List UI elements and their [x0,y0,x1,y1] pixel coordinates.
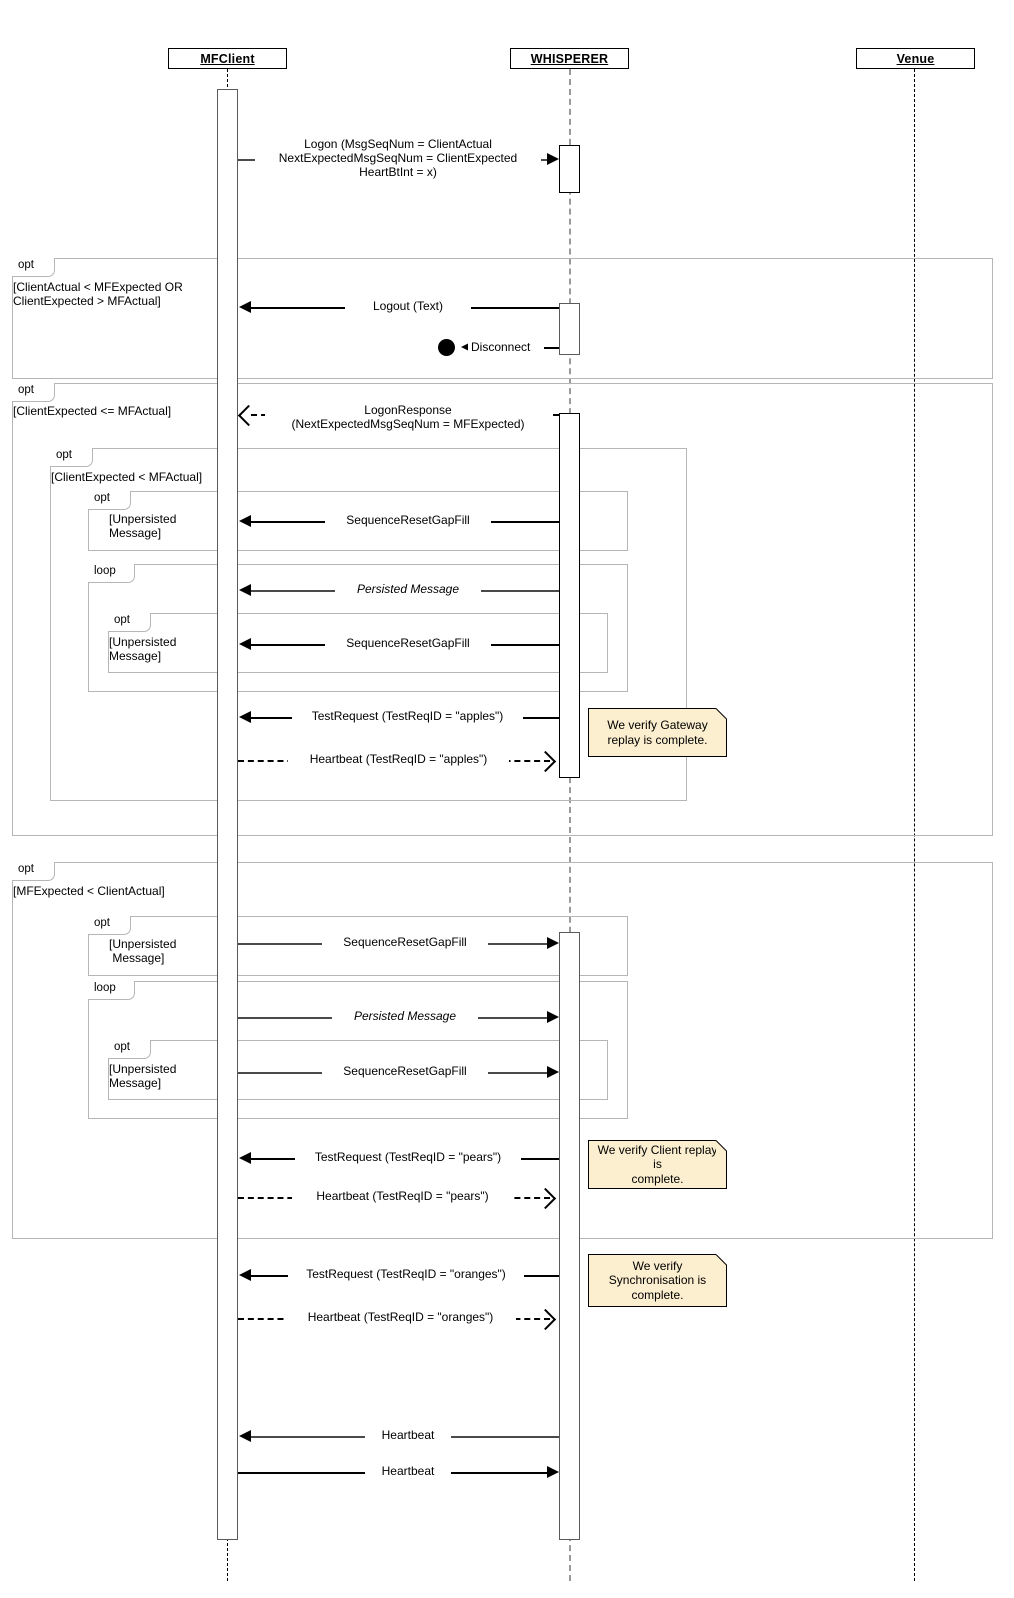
message-label-m7: SequenceResetGapFill [325,636,491,651]
message-label-m2: Logout (Text) [345,299,471,314]
fragment-opt2a1-condition: [Unpersisted Message] [109,512,177,541]
lifeline-whisperer [569,69,571,1581]
fragment-opt3-condition: [MFExpected < ClientActual] [13,884,165,898]
note-client-replay: We verify Client replay is complete. [588,1140,727,1189]
fragment-loop3-operator: loop [88,981,135,1000]
fragment-opt1-operator: opt [12,258,55,277]
fragment-opt3-operator: opt [12,862,55,881]
note-client-replay-text: We verify Client replay is complete. [597,1142,718,1186]
destroy-marker-dot [438,339,455,356]
fragment-opt2-condition: [ClientExpected <= MFActual] [13,404,172,418]
fragment-loop3 [88,981,628,1119]
note-synchronisation-fold [716,1254,727,1265]
fragment-opt2-operator: opt [12,383,55,402]
fragment-opt3 [12,862,993,1239]
fragment-opt3b [108,1040,608,1100]
fragment-opt2a2-condition: [Unpersisted Message] [109,635,177,664]
note-synchronisation-text: We verify Synchronisation is complete. [608,1258,707,1302]
fragment-opt2a2-operator: opt [108,613,151,632]
fragment-opt2 [12,383,993,836]
activation-mfclient-main [217,89,238,1540]
fragment-opt3b-condition: [Unpersisted Message] [109,1062,177,1091]
message-arrow-m6 [239,584,251,596]
fragment-opt2a-operator: opt [50,448,93,467]
message-arrow-m8 [239,711,251,723]
message-arrow-m1 [547,153,559,165]
activation-whisperer-replay [559,413,580,778]
message-label-m14: Heartbeat (TestReqID = "pears") [292,1189,513,1204]
message-label-m16: Heartbeat (TestReqID = "oranges") [285,1310,516,1325]
message-arrow-m16 [534,1308,557,1331]
fragment-opt3a-condition: [Unpersisted Message] [109,937,177,966]
participant-label-venue: Venue [896,51,935,66]
note-synchronisation: We verify Synchronisation is complete. [588,1254,727,1307]
fragment-opt3b-operator: opt [108,1040,151,1059]
message-arrow-m7 [239,638,251,650]
fragment-opt2a2 [108,613,608,673]
message-label-m6: Persisted Message [335,582,481,597]
fragment-loop2a-operator: loop [88,564,135,583]
note-client-replay-fold [716,1140,727,1151]
message-label-m3: Disconnect [468,340,544,355]
message-label-m5: SequenceResetGapFill [325,513,491,528]
participant-label-whisperer: WHISPERER [530,51,609,66]
message-label-m12: SequenceResetGapFill [322,1064,488,1079]
message-label-m13: TestRequest (TestReqID = "pears") [295,1150,521,1165]
message-label-m1: Logon (MsgSeqNum = ClientActual NextExpe… [255,137,541,180]
fragment-opt2a1 [88,491,628,551]
fragment-opt3a-operator: opt [88,916,131,935]
message-label-m10: SequenceResetGapFill [322,935,488,950]
message-label-m15: TestRequest (TestReqID = "oranges") [288,1267,524,1282]
message-arrow-m12 [547,1066,559,1078]
message-label-m17: Heartbeat [365,1428,451,1443]
participant-whisperer[interactable]: WHISPERER [510,48,629,69]
message-arrow-m13 [239,1152,251,1164]
message-arrow-m2 [239,301,251,313]
fragment-opt2a-condition: [ClientExpected < MFActual] [51,470,203,484]
message-label-m4: LogonResponse (NextExpectedMsgSeqNum = M… [265,403,551,432]
note-gateway-replay: We verify Gateway replay is complete. [588,708,727,757]
message-label-m18: Heartbeat [365,1464,451,1479]
participant-venue[interactable]: Venue [856,48,975,69]
message-arrow-m15 [239,1269,251,1281]
message-arrow-m5 [239,515,251,527]
fragment-opt1-condition: [ClientActual < MFExpected OR ClientExpe… [13,280,183,309]
message-arrow-m11 [547,1011,559,1023]
participant-label-mfclient: MFClient [200,51,255,66]
fragment-opt2a1-operator: opt [88,491,131,510]
note-gateway-replay-fold [716,708,727,719]
fragment-opt2a [50,448,687,801]
message-arrow-m18 [547,1466,559,1478]
lifeline-venue [914,69,915,1581]
activation-whisperer-logon [559,145,580,193]
fragment-opt3a [88,916,628,976]
message-label-m11: Persisted Message [332,1009,478,1024]
participant-mfclient[interactable]: MFClient [168,48,287,69]
message-arrow-m10 [547,937,559,949]
message-label-m9: Heartbeat (TestReqID = "apples") [288,752,509,767]
activation-whisperer-clientreplay [559,932,580,1540]
activation-whisperer-logout [559,303,580,355]
note-gateway-replay-text: We verify Gateway replay is complete. [607,718,708,747]
fragment-opt1 [12,258,993,379]
message-arrow-m17 [239,1430,251,1442]
fragment-loop2a [88,564,628,692]
message-label-m8: TestRequest (TestReqID = "apples") [292,709,523,724]
